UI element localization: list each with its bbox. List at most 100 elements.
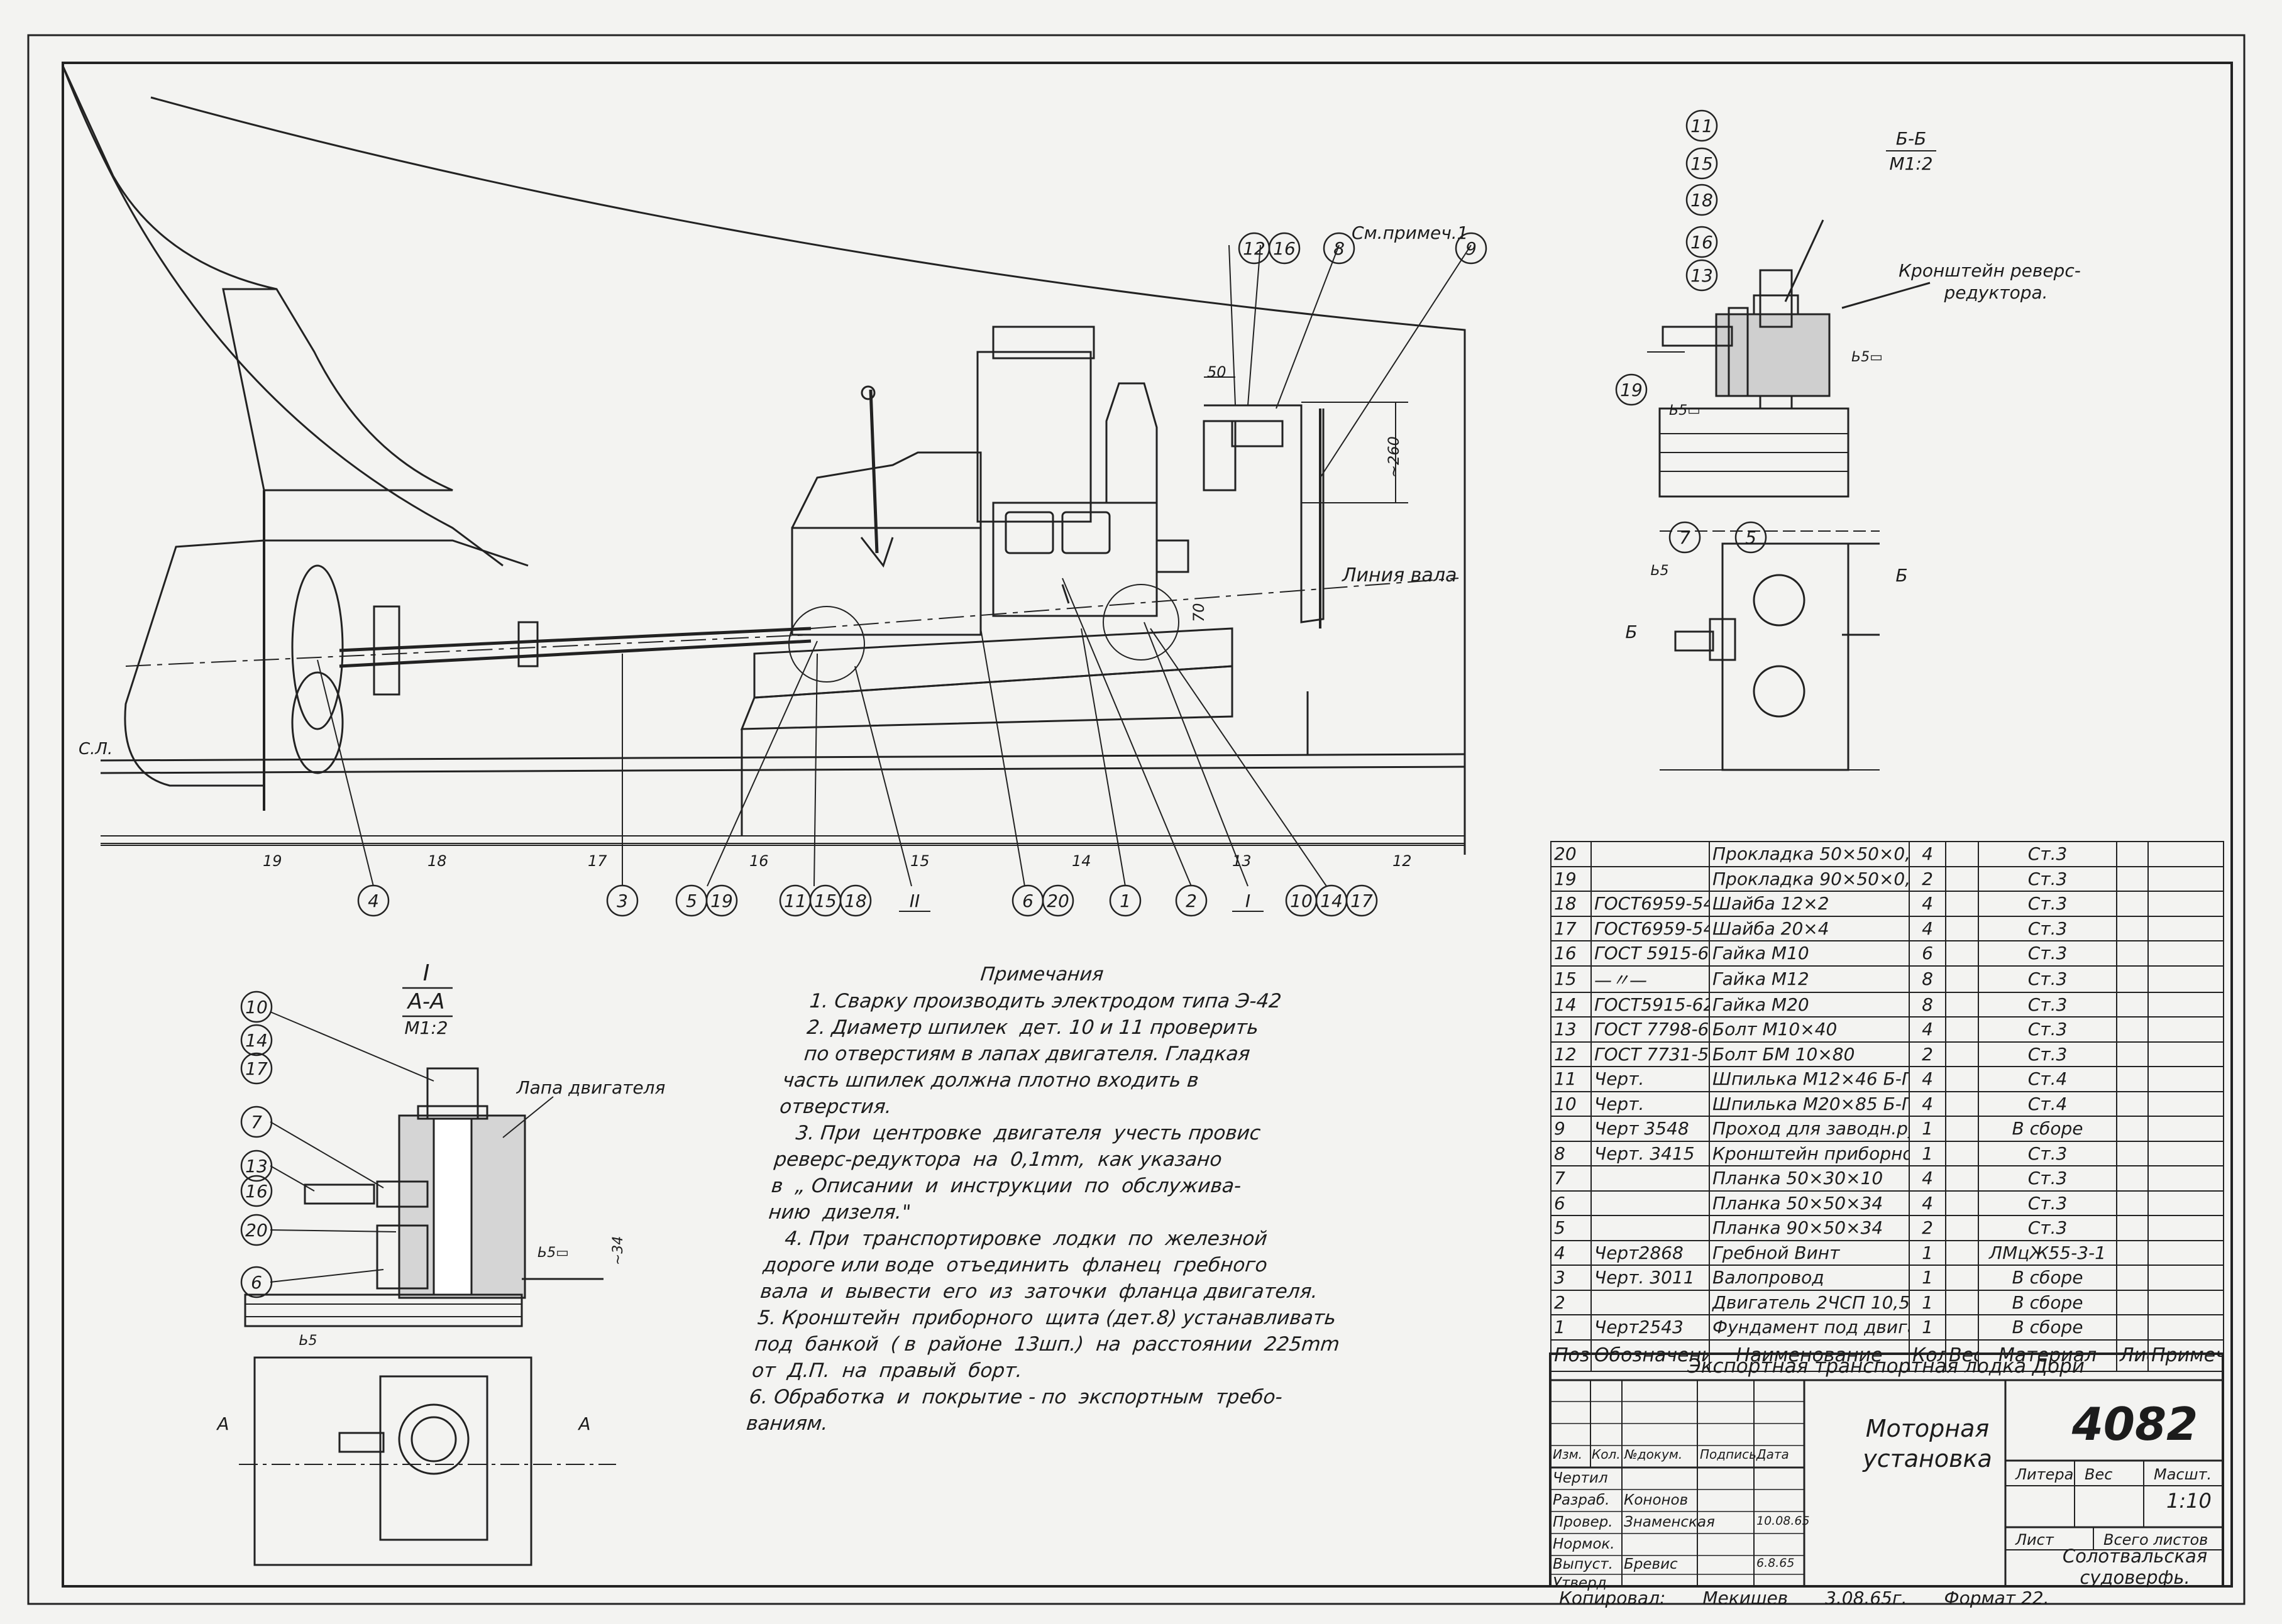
svg-text:14: 14 xyxy=(1320,891,1343,911)
note-line: вала и вывести его из заточки фланца дви… xyxy=(759,1280,1320,1303)
frame-label: 14 xyxy=(1072,852,1091,870)
drawing-name-line: Моторная xyxy=(1865,1415,1990,1442)
drawing-frame xyxy=(62,62,2233,1588)
callout-12: 12 xyxy=(1238,232,1271,265)
bom-cell-mat: Ст.3 xyxy=(1978,940,2117,967)
litera-label: Литера xyxy=(2015,1466,2074,1483)
bom-cell-note xyxy=(2147,1215,2224,1241)
callouts-main: 4 3 5 19 11 15 18 II 6 20 1 2 I 10 14 17… xyxy=(357,232,1487,917)
section-aa xyxy=(239,1067,616,1566)
bom-cell-qty: 4 xyxy=(1909,1165,1946,1192)
svg-text:19: 19 xyxy=(1620,380,1643,400)
callout-aa-16: 16 xyxy=(240,1175,273,1207)
sheet-label: Лист xyxy=(2015,1531,2054,1549)
bom-cell-pos: 2 xyxy=(1550,1289,1592,1315)
bracket-label: Кронштейн реверс- xyxy=(1899,260,2081,281)
bom-cell-sheet xyxy=(2116,1289,2149,1315)
bom-cell-doc: Черт. xyxy=(1590,1066,1710,1092)
sign-date: 6.8.65 xyxy=(1756,1556,1795,1570)
svg-text:3: 3 xyxy=(617,891,628,911)
shipyard-line: Солотвальская xyxy=(2062,1545,2208,1567)
section-bb-labels: Б-Б М1:2 Кронштейн реверс- редуктора. Ь5… xyxy=(1615,109,2081,642)
bom-cell-name: Шайба 12×2 xyxy=(1709,891,1910,917)
dim-260: ~260 xyxy=(1385,436,1403,478)
bom-cell-sheet xyxy=(2116,965,2149,993)
bom-cell-qty: 4 xyxy=(1909,1190,1946,1216)
bom-cell-pos: 18 xyxy=(1550,891,1592,917)
bom-cell-note xyxy=(2147,1289,2224,1315)
bom-cell-note xyxy=(2147,865,2224,892)
bom-cell-sheet xyxy=(2116,891,2149,917)
bom-cell-pos: 12 xyxy=(1550,1041,1592,1067)
callout-5: 5 xyxy=(675,884,708,917)
svg-text:13: 13 xyxy=(245,1156,268,1177)
bom-cell-doc xyxy=(1590,841,1710,867)
bom-cell-mat: В сборе xyxy=(1978,1314,2117,1341)
dim-50: 50 xyxy=(1207,363,1226,381)
scale-value: 1:10 xyxy=(2166,1489,2212,1513)
sign-date: 10.08.65 xyxy=(1756,1514,1810,1528)
callout-aa-10: 10 xyxy=(240,990,273,1023)
svg-text:18: 18 xyxy=(1690,190,1713,211)
bom-cell-mass xyxy=(1945,1190,1979,1216)
bom-cell-mass xyxy=(1945,1016,1979,1043)
frame-label: 16 xyxy=(749,852,769,870)
qty-col-label: Кол. xyxy=(1592,1447,1621,1462)
frame-label: 15 xyxy=(910,852,930,870)
callout-bb-19: 19 xyxy=(1615,373,1648,406)
bom-header-cell: Лист xyxy=(2116,1339,2149,1372)
bom-cell-note xyxy=(2147,1116,2224,1142)
svg-text:11: 11 xyxy=(784,891,807,911)
bom-cell-name: Валопровод xyxy=(1709,1265,1910,1291)
bom-cell-note xyxy=(2147,1066,2224,1092)
notes-block: Примечания 1. Сварку производить электро… xyxy=(745,962,1417,1437)
note-line: по отверстиям в лапах двигателя. Гладкая xyxy=(803,1043,1252,1065)
svg-text:17: 17 xyxy=(1350,891,1373,911)
bracket-label-2: редуктора. xyxy=(1943,282,2048,303)
main-side-view xyxy=(62,65,1466,855)
bom-header: Поз. Обозначение. Наименование Кол. Вес … xyxy=(1550,1339,2224,1372)
paw-label: Лапа двигателя xyxy=(516,1077,666,1098)
section-bb xyxy=(1647,219,1931,771)
callout-10: 10 xyxy=(1285,884,1318,917)
weld-mark: Ь5▭ xyxy=(1851,349,1883,365)
callout-bb-5: 5 xyxy=(1734,521,1767,554)
bom-cell-name: Гайка М12 xyxy=(1709,965,1910,993)
bom-cell-sheet xyxy=(2116,1239,2149,1266)
bom-cell-note xyxy=(2147,940,2224,967)
bom-cell-pos: 7 xyxy=(1550,1165,1592,1192)
bom-cell-name: Гребной Винт xyxy=(1709,1239,1910,1266)
bom-cell-doc: —〃— xyxy=(1590,965,1710,993)
svg-text:20: 20 xyxy=(245,1220,268,1241)
bom-cell-mass xyxy=(1945,965,1979,993)
svg-text:5: 5 xyxy=(686,891,697,911)
shipyard-name: Солотвальская судоверфь. xyxy=(2047,1545,2223,1588)
bom-cell-note xyxy=(2147,1090,2224,1117)
callout-bb-13: 13 xyxy=(1685,259,1718,292)
svg-text:20: 20 xyxy=(1047,891,1069,911)
bom-cell-name: Шпилька М20×85 Б-П-к xyxy=(1709,1090,1910,1117)
bom-cell-mass xyxy=(1945,940,1979,967)
bom-cell-doc xyxy=(1590,1190,1710,1216)
bom-cell-mat: Ст.3 xyxy=(1978,1041,2117,1067)
callout-bb-15: 15 xyxy=(1685,147,1718,180)
bom-cell-name: Кронштейн приборного щита xyxy=(1709,1140,1910,1166)
bom-cell-qty: 6 xyxy=(1909,940,1946,967)
bom-cell-pos: 3 xyxy=(1550,1265,1592,1291)
bom-cell-name: Планка 90×50×34 xyxy=(1709,1215,1910,1241)
svg-text:9: 9 xyxy=(1465,238,1477,259)
section-aa-leaders xyxy=(270,1011,554,1283)
person-name: Кононов xyxy=(1624,1492,1689,1508)
bom-cell-mat: Ст.4 xyxy=(1978,1066,2117,1092)
bom-cell-sheet xyxy=(2116,1190,2149,1216)
bom-cell-sheet xyxy=(2116,991,2149,1018)
